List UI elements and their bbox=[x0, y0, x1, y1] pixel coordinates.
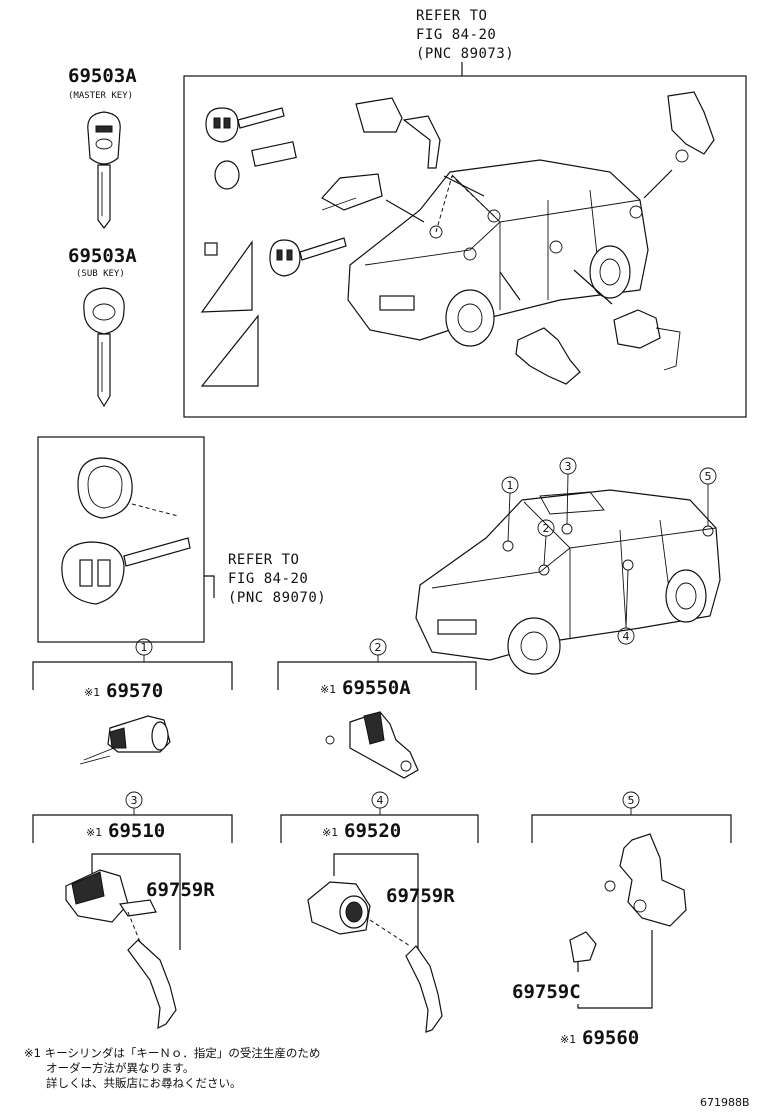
vehicle-callouts: 1 2 3 4 5 bbox=[501, 457, 717, 645]
svg-text:2: 2 bbox=[375, 641, 382, 654]
svg-text:5: 5 bbox=[628, 794, 635, 807]
key-blank-in-box bbox=[205, 107, 285, 143]
top-assembly-box bbox=[183, 75, 747, 418]
svg-text:69520: 69520 bbox=[344, 820, 401, 842]
svg-text:※1: ※1 bbox=[320, 683, 336, 696]
remote-key-body bbox=[61, 537, 191, 605]
svg-text:※1: ※1 bbox=[560, 1033, 576, 1046]
mid-refer-label: REFER TO FIG 84-20 (PNC 89070) bbox=[228, 552, 326, 606]
mid-refer-leader bbox=[204, 575, 215, 598]
svg-text:69550A: 69550A bbox=[342, 677, 411, 699]
master-key: 69503A (MASTER KEY) bbox=[68, 65, 137, 229]
svg-text:69503A: 69503A bbox=[68, 65, 137, 87]
svg-text:1: 1 bbox=[507, 479, 514, 492]
remote-key-in-box bbox=[269, 237, 347, 277]
svg-text:REFER TO: REFER TO bbox=[416, 8, 487, 24]
svg-text:オーダー方法が異なります。: オーダー方法が異なります。 bbox=[46, 1061, 194, 1075]
svg-text:69560: 69560 bbox=[582, 1027, 639, 1049]
svg-text:(PNC 89073): (PNC 89073) bbox=[416, 46, 514, 62]
group-3: 3 ※1 69510 69759R bbox=[32, 791, 233, 1030]
transponder-chip bbox=[251, 141, 297, 167]
group-2: 2 ※1 69550A bbox=[277, 638, 477, 779]
svg-text:※1: ※1 bbox=[86, 826, 102, 839]
svg-text:3: 3 bbox=[131, 794, 138, 807]
svg-text:69510: 69510 bbox=[108, 820, 165, 842]
svg-text:1: 1 bbox=[141, 641, 148, 654]
svg-text:69503A: 69503A bbox=[68, 245, 137, 267]
svg-text:4: 4 bbox=[623, 630, 630, 643]
svg-text:(MASTER KEY): (MASTER KEY) bbox=[68, 91, 133, 101]
figure-id: 671988B bbox=[700, 1096, 750, 1109]
top-box-arrows bbox=[385, 169, 673, 305]
remote-key-box bbox=[37, 436, 205, 643]
sub-key: 69503A (SUB KEY) bbox=[68, 245, 137, 408]
svg-text:69759R: 69759R bbox=[386, 885, 455, 907]
svg-text:REFER TO: REFER TO bbox=[228, 552, 299, 568]
svg-text:※1: ※1 bbox=[322, 826, 338, 839]
svg-text:69759C: 69759C bbox=[512, 981, 581, 1003]
svg-text:2: 2 bbox=[543, 522, 550, 535]
vehicle-locator bbox=[415, 489, 721, 675]
svg-text:※1: ※1 bbox=[84, 686, 100, 699]
svg-text:FIG 84-20: FIG 84-20 bbox=[416, 27, 496, 43]
svg-text:詳しくは、共販店にお尋ねください。: 詳しくは、共販店にお尋ねください。 bbox=[46, 1076, 242, 1090]
svg-text:FIG 84-20: FIG 84-20 bbox=[228, 571, 308, 587]
svg-text:69759R: 69759R bbox=[146, 879, 215, 901]
svg-text:3: 3 bbox=[565, 460, 572, 473]
group-5: 5 69759C ※1 69560 bbox=[512, 791, 732, 1049]
o-ring bbox=[214, 160, 240, 190]
group-1: 1 ※1 69570 bbox=[32, 638, 233, 765]
group-4: 4 ※1 69520 69759R bbox=[280, 791, 479, 1033]
svg-text:※1 キーシリンダは「キーＮｏ．指定」の受注生産のため: ※1 キーシリンダは「キーＮｏ．指定」の受注生産のため bbox=[24, 1046, 320, 1060]
key-plates bbox=[200, 240, 259, 387]
top-box-parts bbox=[321, 91, 715, 385]
svg-text:69570: 69570 bbox=[106, 680, 163, 702]
svg-text:(SUB KEY): (SUB KEY) bbox=[76, 269, 125, 279]
svg-text:5: 5 bbox=[705, 470, 712, 483]
vehicle-top bbox=[347, 159, 649, 347]
remote-key-shell bbox=[77, 457, 179, 519]
top-refer-label: REFER TO FIG 84-20 (PNC 89073) bbox=[416, 8, 514, 76]
footnote: ※1 キーシリンダは「キーＮｏ．指定」の受注生産のため オーダー方法が異なります… bbox=[24, 1046, 320, 1090]
svg-text:(PNC 89070): (PNC 89070) bbox=[228, 590, 326, 606]
svg-text:4: 4 bbox=[377, 794, 384, 807]
